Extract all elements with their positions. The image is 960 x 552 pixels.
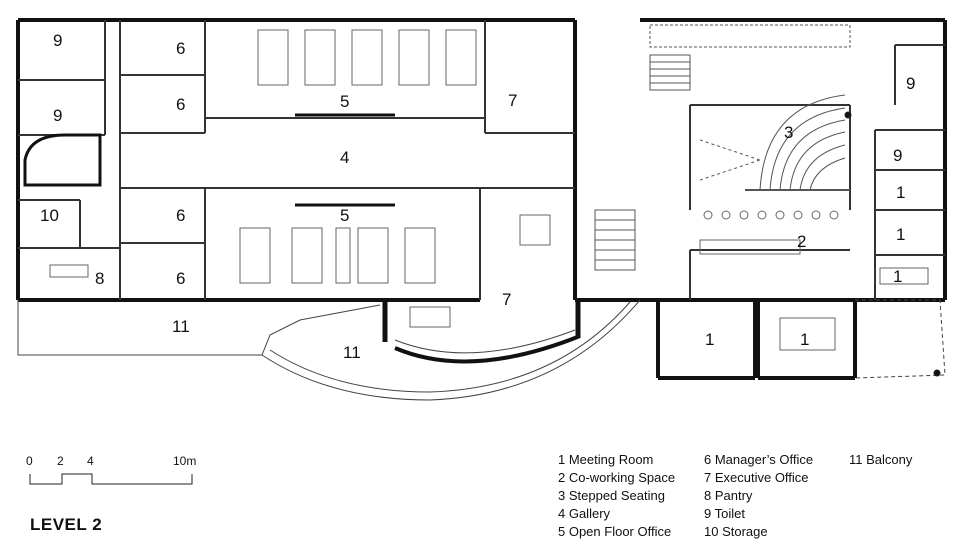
room-label: 7 <box>508 91 517 110</box>
legend-item: 2 Co-working Space <box>558 470 676 485</box>
room-label: 7 <box>502 290 511 309</box>
scale-bar <box>29 473 193 485</box>
room-label: 8 <box>95 269 104 288</box>
meeting-furniture <box>49 210 929 351</box>
room-label: 5 <box>340 92 349 111</box>
stepped-seating <box>699 94 850 191</box>
plan-title: LEVEL 2 <box>30 515 103 534</box>
legend-item: 4 Gallery <box>558 506 611 521</box>
room-label: 6 <box>176 95 185 114</box>
column-dot <box>933 369 941 377</box>
room-label: 4 <box>340 148 349 167</box>
room-label: 6 <box>176 39 185 58</box>
room-label: 1 <box>800 330 809 349</box>
room-label: 5 <box>340 206 349 225</box>
room-label: 6 <box>176 269 185 288</box>
room-label: 9 <box>53 106 62 125</box>
legend-item: 11 Balcony <box>849 452 913 467</box>
legend-item: 10 Storage <box>704 524 768 539</box>
room-label: 3 <box>784 123 793 142</box>
room-label: 1 <box>896 225 905 244</box>
legend-column-3: 11 Balcony <box>849 451 912 469</box>
room-label: 1 <box>896 183 905 202</box>
room-label: 1 <box>893 267 902 286</box>
scale-tick-label: 2 <box>57 454 64 468</box>
room-label: 11 <box>172 317 190 336</box>
room-label: 9 <box>893 146 902 165</box>
legend-item: 8 Pantry <box>704 488 753 503</box>
legend-item: 1 Meeting Room <box>558 452 654 467</box>
room-labels: 9 6 9 6 5 7 4 10 6 5 6 8 7 11 11 3 9 9 1… <box>40 31 915 362</box>
legend-column-2: 6 Manager’s Office 7 Executive Office 8 … <box>704 451 813 541</box>
legend-item: 7 Executive Office <box>704 470 809 485</box>
scale-tick-label: 0 <box>26 454 33 468</box>
room-label: 9 <box>53 31 62 50</box>
interior-walls <box>18 20 945 300</box>
legend-item: 5 Open Floor Office <box>558 524 672 539</box>
legend-item: 3 Stepped Seating <box>558 488 665 503</box>
room-label: 11 <box>343 343 361 362</box>
room-label: 1 <box>705 330 714 349</box>
legend-item: 9 Toilet <box>704 506 745 521</box>
scale-tick-label: 4 <box>87 454 94 468</box>
room-label: 2 <box>797 232 806 251</box>
balcony-outline <box>17 299 641 401</box>
legend-column-1: 1 Meeting Room 2 Co-working Space 3 Step… <box>558 451 675 541</box>
desk-clusters-bottom <box>239 203 436 284</box>
desk-clusters-top <box>257 29 477 117</box>
room-label: 6 <box>176 206 185 225</box>
right-balcony-outline <box>854 299 946 379</box>
exterior-walls <box>16 18 947 380</box>
room-label: 10 <box>40 206 59 225</box>
legend-item: 6 Manager’s Office <box>704 452 814 467</box>
spiral-stair <box>23 133 102 187</box>
stairs <box>594 24 851 271</box>
room-label: 9 <box>906 74 915 93</box>
scale-tick-label: 10m <box>173 454 197 468</box>
